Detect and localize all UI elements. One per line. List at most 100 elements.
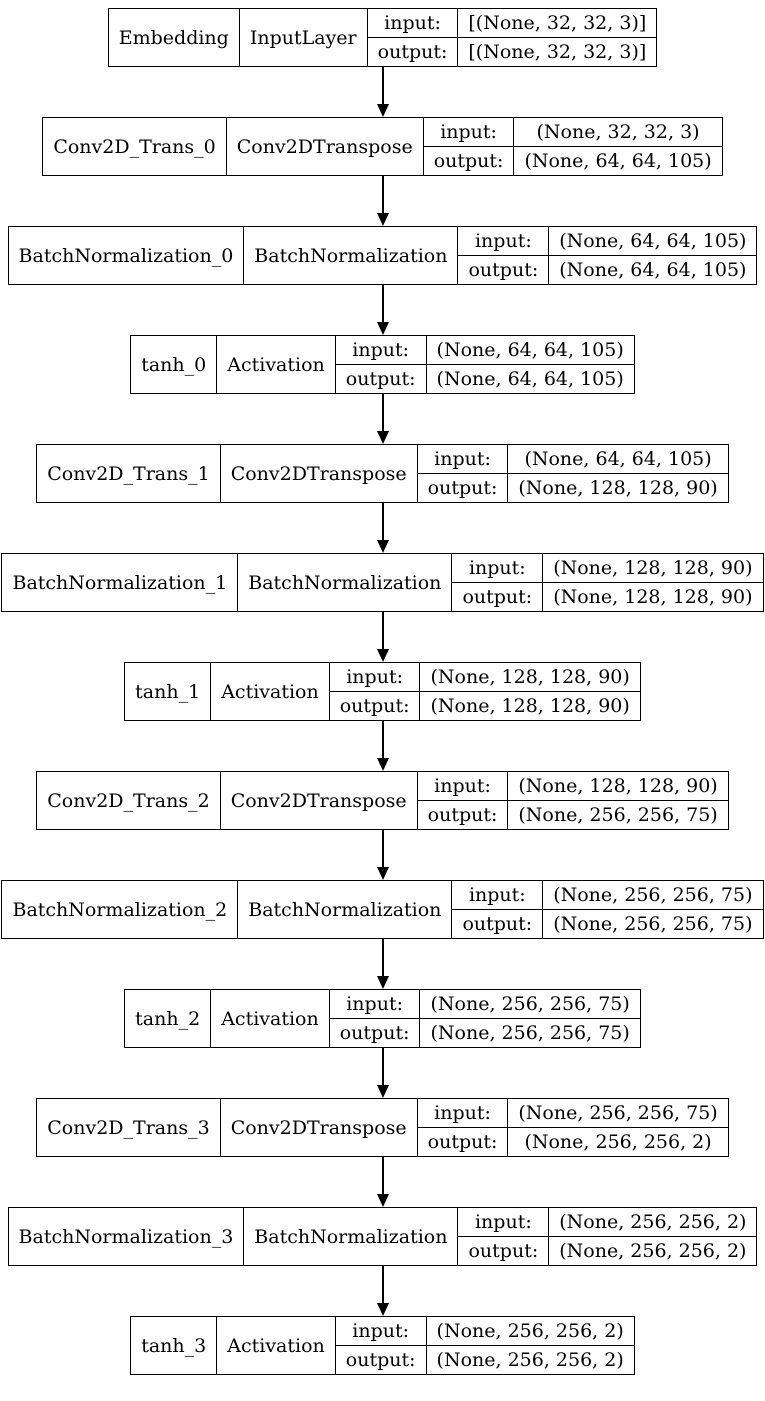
arrowhead-icon [376, 213, 389, 226]
edge-arrow-shaft [381, 285, 384, 322]
layer-name: Conv2D_Trans_0 [42, 117, 227, 176]
input-shape: (None, 64, 64, 105) [507, 444, 729, 474]
output-shape: (None, 256, 256, 75) [542, 909, 764, 939]
layer-name: BatchNormalization_0 [7, 226, 245, 285]
layer-node: BatchNormalization_2 BatchNormalization … [1, 880, 764, 939]
input-shape: (None, 128, 128, 90) [507, 771, 729, 801]
edge-arrow [376, 1266, 389, 1316]
input-label: input: [451, 880, 544, 910]
output-label: output: [328, 1018, 421, 1048]
edge-arrow [376, 1157, 389, 1207]
layer-name: tanh_1 [124, 662, 212, 721]
edge-arrow [376, 721, 389, 771]
input-label: input: [416, 1098, 509, 1128]
arrowhead-icon [376, 758, 389, 771]
input-shape: (None, 32, 32, 3) [513, 117, 723, 147]
layer-type: Activation [216, 335, 336, 394]
input-shape: (None, 256, 256, 75) [419, 989, 641, 1019]
layer-node: BatchNormalization_3 BatchNormalization … [7, 1207, 758, 1266]
edge-arrow [376, 176, 389, 226]
layer-type: InputLayer [238, 8, 368, 67]
output-label: output: [416, 473, 509, 503]
output-label: output: [416, 1127, 509, 1157]
edge-arrow-shaft [381, 830, 384, 867]
layer-type: BatchNormalization [237, 880, 453, 939]
input-shape: (None, 64, 64, 105) [425, 335, 635, 365]
layer-name: BatchNormalization_1 [1, 553, 239, 612]
layer-name: tanh_2 [124, 989, 212, 1048]
output-label: output: [334, 1345, 427, 1375]
layer-type: Conv2DTranspose [219, 1098, 418, 1157]
output-label: output: [422, 146, 515, 176]
layer-name: tanh_0 [130, 335, 218, 394]
layer-node: BatchNormalization_1 BatchNormalization … [1, 553, 764, 612]
input-label: input: [457, 1207, 550, 1237]
input-label: input: [334, 1316, 427, 1346]
output-shape: (None, 64, 64, 105) [548, 255, 758, 285]
output-shape: (None, 256, 256, 2) [548, 1236, 758, 1266]
layer-node: tanh_3 Activation input: (None, 256, 256… [130, 1316, 635, 1375]
edge-arrow-shaft [381, 503, 384, 540]
layer-node: tanh_2 Activation input: (None, 256, 256… [124, 989, 641, 1048]
input-label: input: [416, 771, 509, 801]
input-label: input: [328, 989, 421, 1019]
output-label: output: [366, 37, 459, 67]
layer-node: Conv2D_Trans_0 Conv2DTranspose input: (N… [42, 117, 723, 176]
layer-name: BatchNormalization_3 [7, 1207, 245, 1266]
edge-arrow [376, 830, 389, 880]
output-shape: (None, 256, 256, 75) [507, 800, 729, 830]
arrowhead-icon [376, 540, 389, 553]
input-shape: (None, 256, 256, 2) [548, 1207, 758, 1237]
output-shape: (None, 128, 128, 90) [542, 582, 764, 612]
layer-type: Conv2DTranspose [219, 771, 418, 830]
input-label: input: [416, 444, 509, 474]
edge-arrow [376, 394, 389, 444]
layer-type: Conv2DTranspose [219, 444, 418, 503]
output-shape: (None, 256, 256, 2) [425, 1345, 635, 1375]
output-shape: (None, 64, 64, 105) [513, 146, 723, 176]
output-label: output: [334, 364, 427, 394]
arrowhead-icon [376, 976, 389, 989]
layer-name: Conv2D_Trans_3 [36, 1098, 221, 1157]
edge-arrow [376, 285, 389, 335]
output-shape: (None, 256, 256, 75) [419, 1018, 641, 1048]
edge-arrow-shaft [381, 1157, 384, 1194]
input-shape: (None, 128, 128, 90) [542, 553, 764, 583]
arrowhead-icon [376, 431, 389, 444]
layer-node: Embedding InputLayer input: [(None, 32, … [107, 8, 658, 67]
edge-arrow-shaft [381, 1048, 384, 1085]
edge-arrow [376, 612, 389, 662]
arrowhead-icon [376, 1085, 389, 1098]
layer-node: Conv2D_Trans_2 Conv2DTranspose input: (N… [36, 771, 729, 830]
edge-arrow [376, 939, 389, 989]
layer-node: tanh_1 Activation input: (None, 128, 128… [124, 662, 641, 721]
output-shape: [(None, 32, 32, 3)] [457, 37, 658, 67]
output-shape: (None, 128, 128, 90) [507, 473, 729, 503]
edge-arrow-shaft [381, 1266, 384, 1303]
arrowhead-icon [376, 1303, 389, 1316]
edge-arrow-shaft [381, 721, 384, 758]
input-label: input: [451, 553, 544, 583]
input-shape: [(None, 32, 32, 3)] [457, 8, 658, 38]
layer-node: Conv2D_Trans_1 Conv2DTranspose input: (N… [36, 444, 729, 503]
input-label: input: [328, 662, 421, 692]
edge-arrow-shaft [381, 176, 384, 213]
output-shape: (None, 256, 256, 2) [507, 1127, 729, 1157]
layer-name: Conv2D_Trans_2 [36, 771, 221, 830]
output-label: output: [451, 582, 544, 612]
layer-node: BatchNormalization_0 BatchNormalization … [7, 226, 758, 285]
output-shape: (None, 64, 64, 105) [425, 364, 635, 394]
layer-name: Embedding [107, 8, 240, 67]
output-label: output: [457, 255, 550, 285]
layer-type: Activation [210, 662, 330, 721]
input-shape: (None, 256, 256, 2) [425, 1316, 635, 1346]
output-label: output: [451, 909, 544, 939]
output-label: output: [416, 800, 509, 830]
layer-node: tanh_0 Activation input: (None, 64, 64, … [130, 335, 635, 394]
input-label: input: [457, 226, 550, 256]
arrowhead-icon [376, 104, 389, 117]
edge-arrow [376, 67, 389, 117]
edge-arrow [376, 1048, 389, 1098]
layer-type: BatchNormalization [237, 553, 453, 612]
arrowhead-icon [376, 649, 389, 662]
